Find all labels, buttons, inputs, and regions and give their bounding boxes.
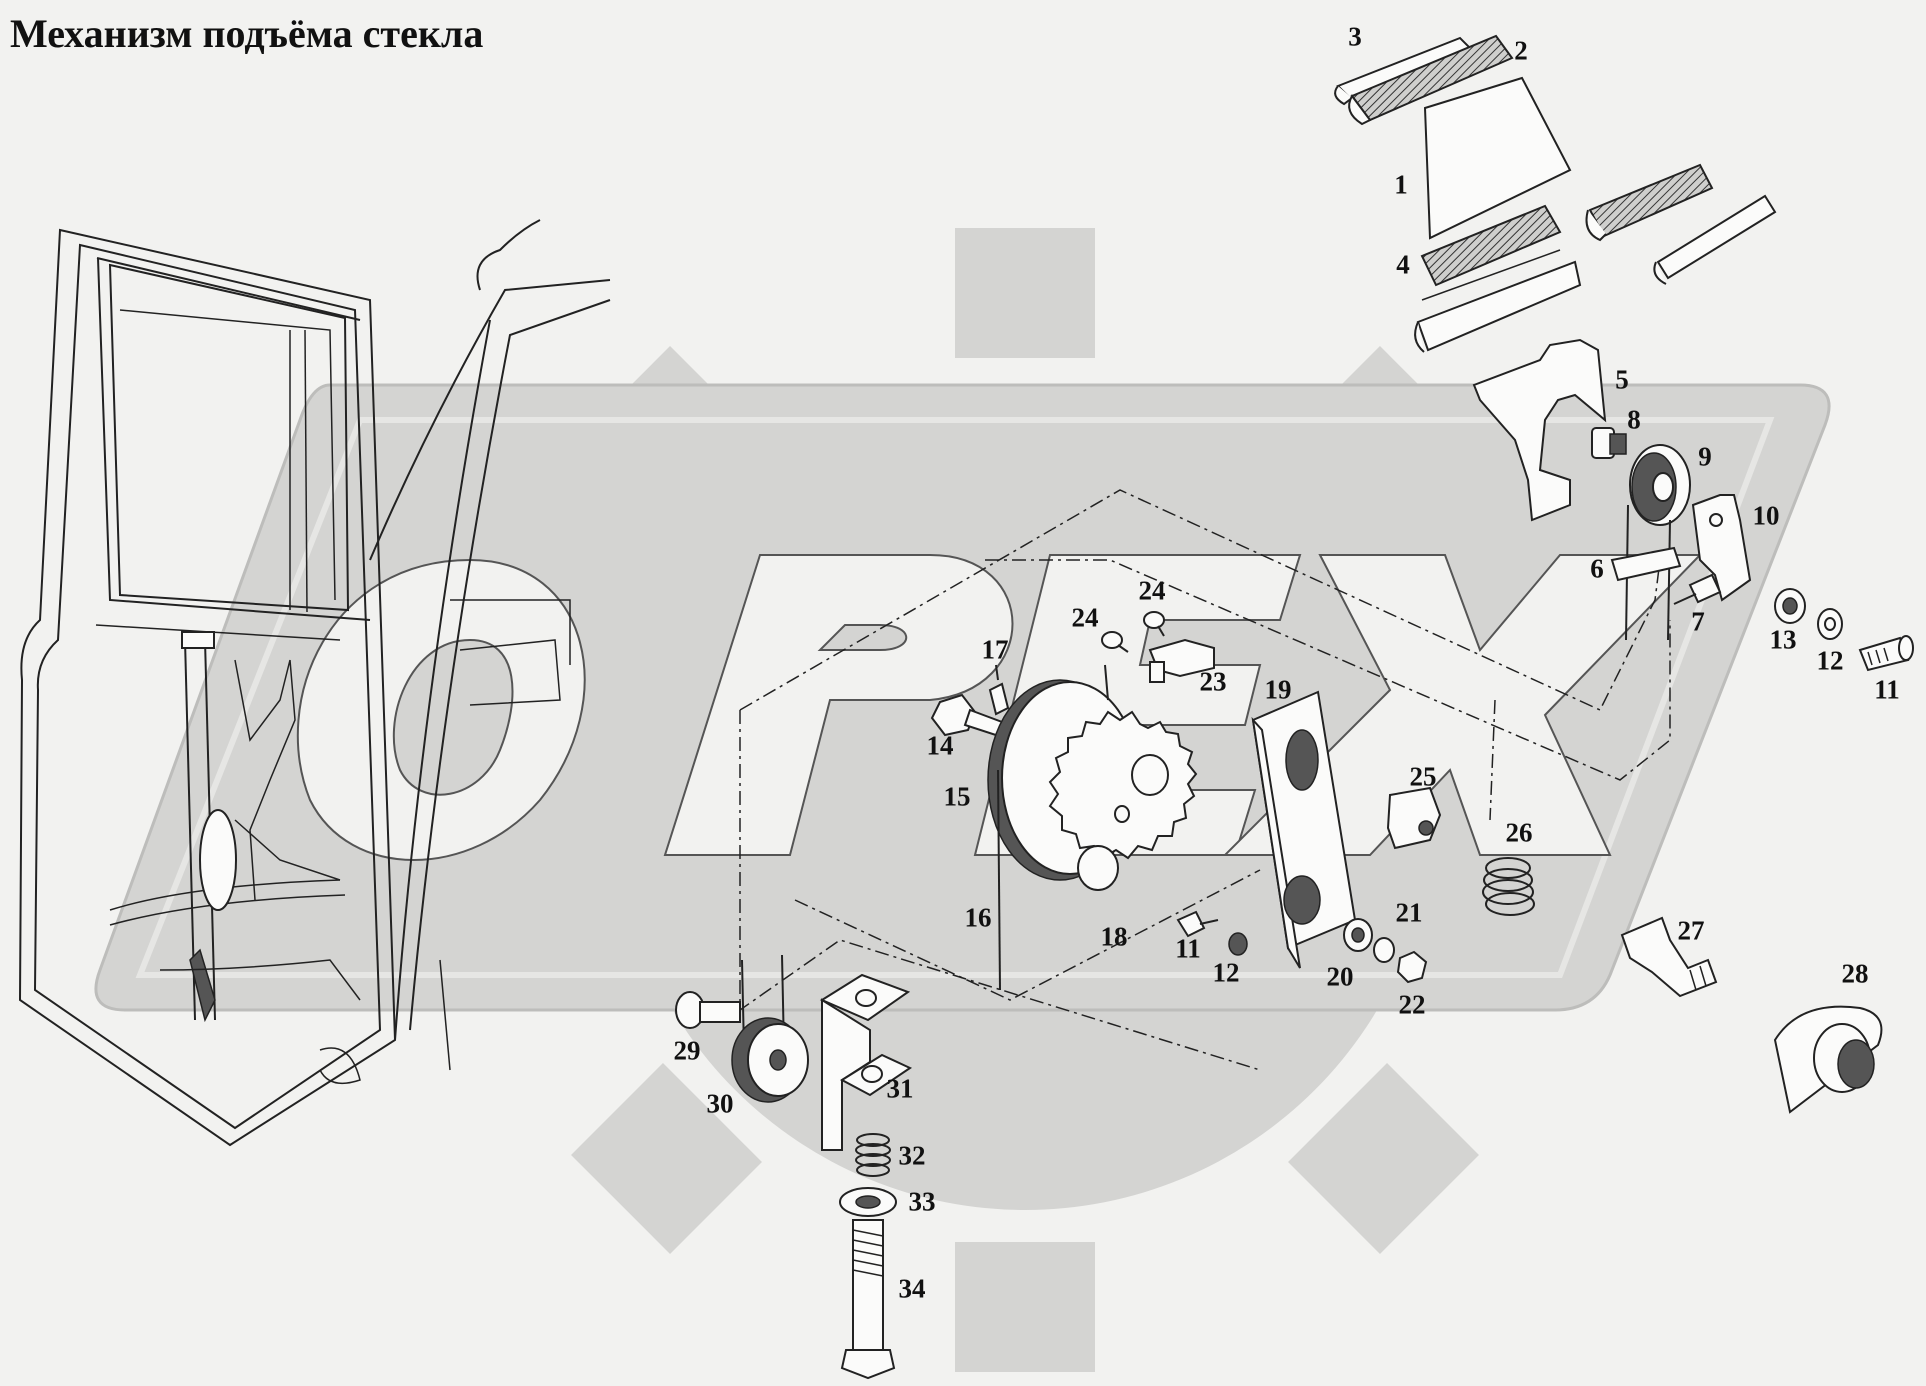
page-title: Механизм подъёма стекла (10, 11, 484, 56)
part-sprocket-18 (1048, 710, 1198, 891)
part-spring-26 (1482, 857, 1535, 916)
callout-c3: 3 (1348, 21, 1362, 52)
callout-c25: 25 (1409, 761, 1437, 792)
callout-c34: 34 (898, 1273, 926, 1304)
callout-c29: 29 (673, 1035, 701, 1066)
callout-c9: 9 (1698, 441, 1712, 472)
part-washer-33 (839, 1187, 897, 1217)
callout-c27: 27 (1677, 915, 1705, 946)
upper-pulley-assembly (1472, 338, 1752, 641)
callout-c8: 8 (1627, 404, 1641, 435)
callout-c10: 10 (1752, 500, 1780, 531)
callout-c12b: 12 (1212, 957, 1240, 988)
part-flange-28 (1773, 1005, 1883, 1114)
part-screws-24 (1101, 611, 1165, 653)
callout-c33: 33 (908, 1186, 936, 1217)
part-bracket-5 (1472, 338, 1607, 522)
part-cable-16 (997, 664, 1109, 991)
part-bolt-34 (840, 1219, 896, 1380)
part-washer-12-center (1228, 932, 1248, 956)
callout-c19: 19 (1264, 674, 1292, 705)
part-washer-21 (1373, 937, 1395, 963)
part-spring-32 (855, 1133, 891, 1177)
part-seal-4 (1414, 204, 1582, 353)
part-pulley-9 (1629, 444, 1691, 526)
callout-c28: 28 (1841, 958, 1869, 989)
part-seal-right (1585, 163, 1777, 285)
callout-c5: 5 (1615, 364, 1629, 395)
callout-c16: 16 (964, 902, 992, 933)
callout-c24b: 24 (1138, 575, 1166, 606)
door-outline (18, 219, 611, 1147)
part-washer-12-right (1817, 608, 1843, 640)
callout-c24a: 24 (1071, 602, 1099, 633)
callout-c15: 15 (943, 781, 971, 812)
callout-c18: 18 (1100, 921, 1128, 952)
callout-c23: 23 (1199, 666, 1227, 697)
callout-c2: 2 (1514, 35, 1528, 66)
drum-assembly (930, 611, 1535, 991)
part-nut-22 (1396, 950, 1428, 984)
assembly-lines (739, 489, 1671, 1071)
callout-c12a: 12 (1816, 645, 1844, 676)
part-screw-11-right (1858, 635, 1914, 672)
callout-c30: 30 (706, 1088, 734, 1119)
part-switch-25 (1386, 786, 1442, 850)
callout-c4: 4 (1396, 249, 1410, 280)
part-seal-2 (1348, 34, 1514, 126)
part-screw-11-center (1176, 910, 1219, 938)
part-plate-6 (1610, 546, 1682, 582)
part-bracket-31 (819, 973, 913, 1151)
part-glass (1423, 76, 1572, 240)
callout-c32: 32 (898, 1140, 926, 1171)
fasteners-right (1774, 588, 1914, 672)
callout-c6: 6 (1590, 553, 1604, 584)
part-clip-17 (988, 664, 1010, 716)
part-screw-7 (1673, 573, 1722, 605)
part-pulley-30 (731, 1017, 809, 1103)
part-bracket-23 (1148, 638, 1215, 683)
part-fitting-27 (1620, 916, 1718, 998)
part-washer-20 (1343, 918, 1373, 952)
callout-c1: 1 (1394, 169, 1408, 200)
part-washer-13 (1774, 588, 1806, 624)
callout-c7: 7 (1691, 606, 1705, 637)
callout-c14: 14 (926, 730, 954, 761)
callout-c13: 13 (1769, 624, 1797, 655)
part-nut-8 (1591, 427, 1627, 459)
callout-c20: 20 (1326, 961, 1354, 992)
callout-c11b: 11 (1175, 933, 1201, 964)
watermark-logo (94, 228, 1831, 1372)
callout-c21: 21 (1395, 897, 1423, 928)
callout-c31: 31 (886, 1073, 914, 1104)
callout-c11a: 11 (1874, 674, 1900, 705)
callout-c22: 22 (1398, 989, 1426, 1020)
callout-c17: 17 (981, 634, 1009, 665)
lower-pulley-assembly (675, 954, 913, 1380)
callout-c26: 26 (1505, 817, 1533, 848)
glass-and-seals (1334, 34, 1777, 353)
part-nut-29 (675, 991, 741, 1029)
part-bracket-10 (1691, 494, 1752, 602)
